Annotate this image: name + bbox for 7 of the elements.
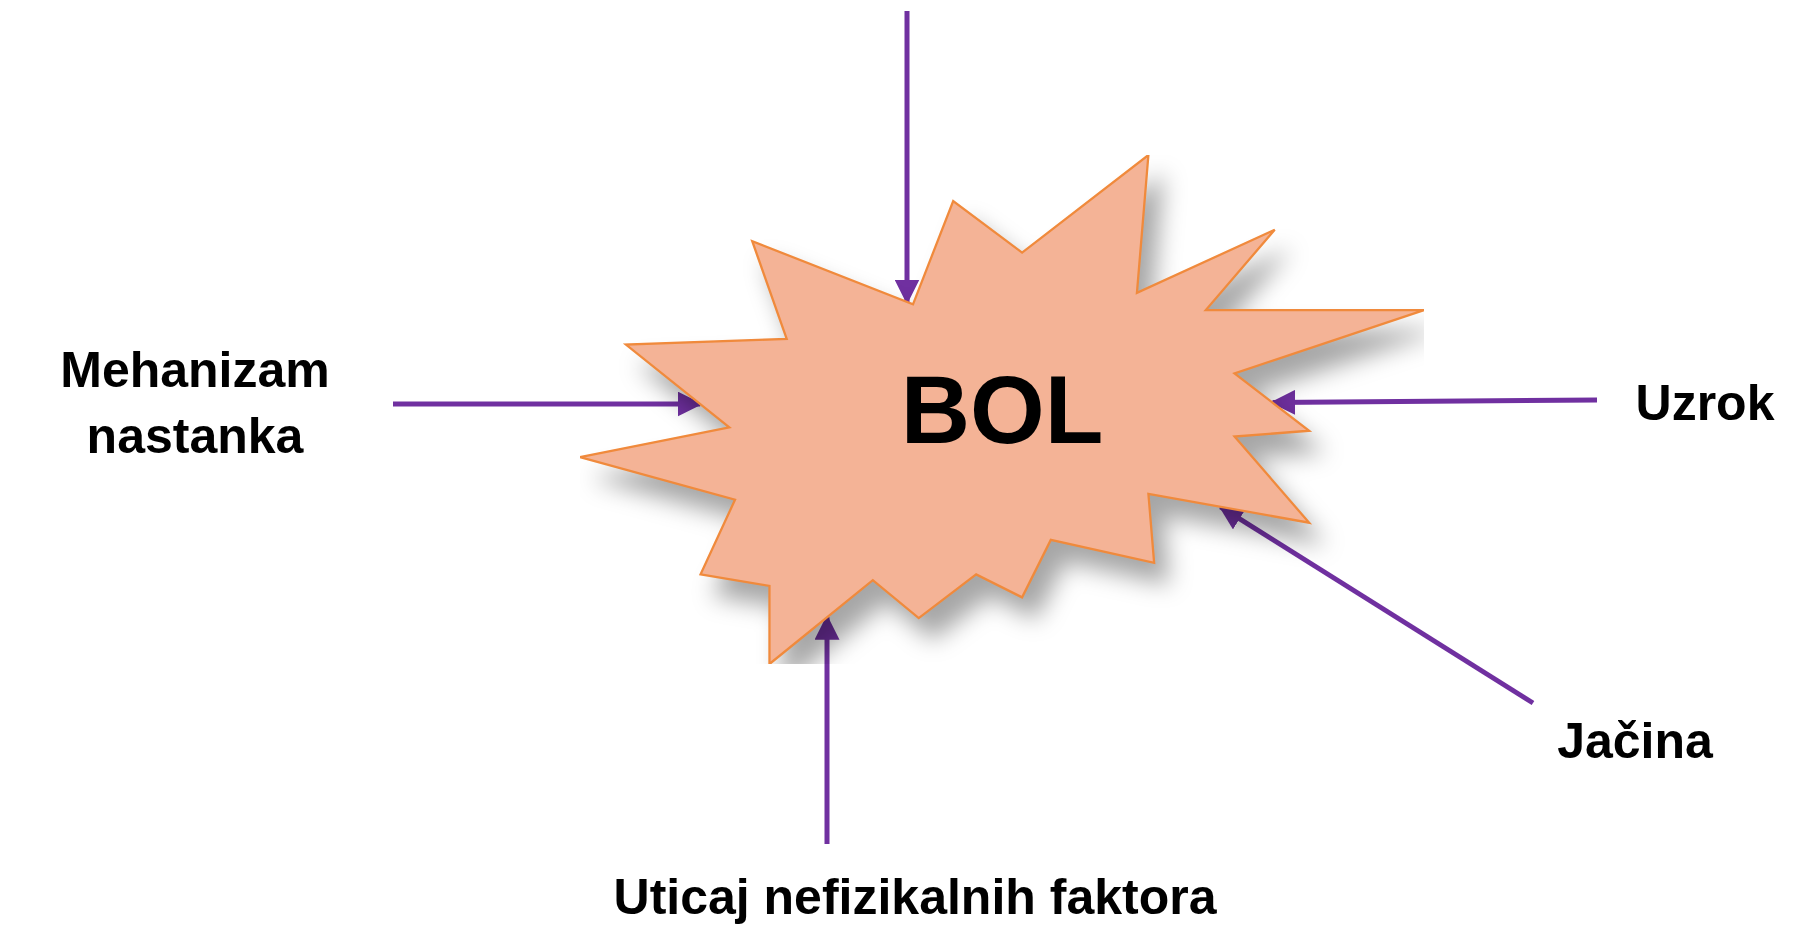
factor-label: Uzrok: [1635, 373, 1775, 433]
arrow: [393, 391, 703, 417]
factor-label: Uticaj nefizikalnih faktora: [613, 867, 1217, 927]
factor-label: Mehanizam nastanka: [59, 340, 331, 466]
center-label: BOL: [900, 354, 1104, 465]
arrow: [894, 11, 920, 305]
factor-label: Jačina: [1557, 711, 1713, 771]
